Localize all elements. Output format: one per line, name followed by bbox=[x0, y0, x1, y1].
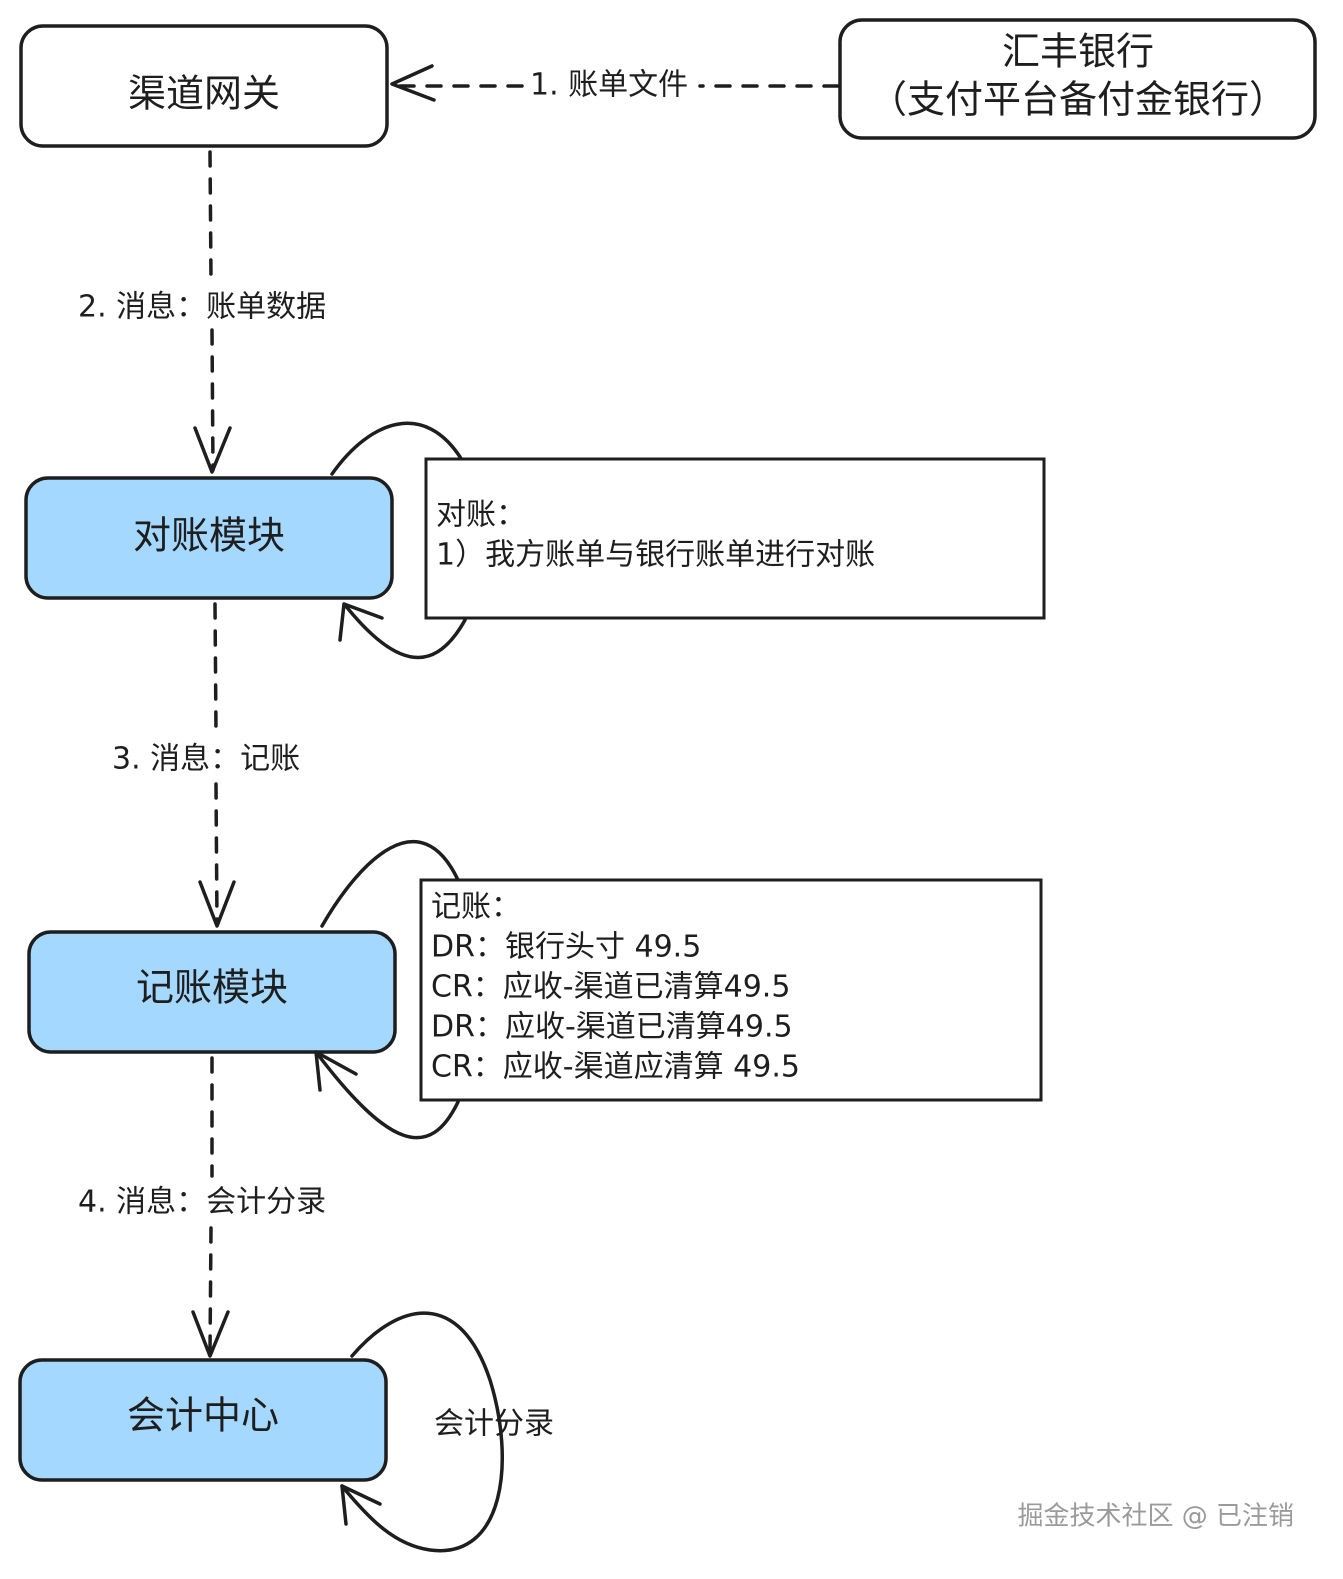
edge-2: 2. 消息：账单数据 bbox=[78, 150, 326, 474]
note-bookkeeping-line-3: CR：应收-渠道已清算49.5 bbox=[431, 970, 790, 1005]
edge-3: 3. 消息：记账 bbox=[112, 602, 300, 928]
note-bookkeeping-line-2: DR：银行头寸 49.5 bbox=[431, 930, 701, 965]
edge-1-arrowhead bbox=[390, 64, 436, 102]
self-loop-reconcile bbox=[330, 421, 467, 660]
edge-4-label: 4. 消息：会计分录 bbox=[78, 1185, 326, 1220]
edge-4: 4. 消息：会计分录 bbox=[78, 1056, 326, 1358]
node-gateway: 渠道网关 bbox=[19, 24, 389, 148]
edge-2-arrowhead bbox=[193, 426, 232, 474]
note-bookkeeping-line-5: CR：应收-渠道应清算 49.5 bbox=[431, 1050, 800, 1085]
self-loop-accounting-arrowhead bbox=[340, 1484, 382, 1526]
edge-2-label: 2. 消息：账单数据 bbox=[78, 290, 326, 325]
note-bookkeeping-line-4: DR：应收-渠道已清算49.5 bbox=[431, 1010, 793, 1045]
edge-3-arrowhead bbox=[198, 880, 236, 928]
node-bank-line1: 汇丰银行 bbox=[1002, 30, 1154, 74]
node-accounting-label: 会计中心 bbox=[127, 1394, 279, 1438]
edge-1: 1. 账单文件 bbox=[390, 64, 840, 103]
node-gateway-label: 渠道网关 bbox=[128, 72, 280, 116]
watermark: 掘金技术社区 @ 已注销 bbox=[1017, 1502, 1294, 1532]
self-loop-reconcile-arrowhead bbox=[338, 602, 384, 642]
self-loop-bookkeeping-arrowhead bbox=[314, 1050, 358, 1092]
node-bank-line2: （支付平台备付金银行） bbox=[869, 78, 1287, 122]
node-bookkeeping: 记账模块 bbox=[27, 930, 397, 1054]
note-reconcile-line-2: 1）我方账单与银行账单进行对账 bbox=[436, 538, 875, 573]
self-loop-accounting-label: 会计分录 bbox=[434, 1407, 554, 1442]
edge-3-label: 3. 消息：记账 bbox=[112, 742, 300, 777]
note-bookkeeping: 记账： DR：银行头寸 49.5 CR：应收-渠道已清算49.5 DR：应收-渠… bbox=[419, 878, 1043, 1102]
node-reconcile: 对账模块 bbox=[24, 476, 394, 600]
note-bookkeeping-line-1: 记账： bbox=[431, 890, 521, 925]
edge-1-label: 1. 账单文件 bbox=[530, 68, 688, 103]
note-reconcile-line-1: 对账： bbox=[436, 498, 526, 533]
edge-4-arrowhead bbox=[191, 1310, 230, 1358]
node-bookkeeping-label: 记账模块 bbox=[136, 966, 288, 1010]
self-loop-bookkeeping bbox=[314, 840, 460, 1140]
note-reconcile: 对账： 1）我方账单与银行账单进行对账 bbox=[424, 457, 1046, 620]
node-bank: 汇丰银行 （支付平台备付金银行） bbox=[838, 18, 1317, 140]
node-accounting: 会计中心 bbox=[18, 1358, 388, 1482]
node-reconcile-label: 对账模块 bbox=[133, 514, 285, 558]
self-loop-accounting: 会计分录 bbox=[340, 1311, 554, 1553]
